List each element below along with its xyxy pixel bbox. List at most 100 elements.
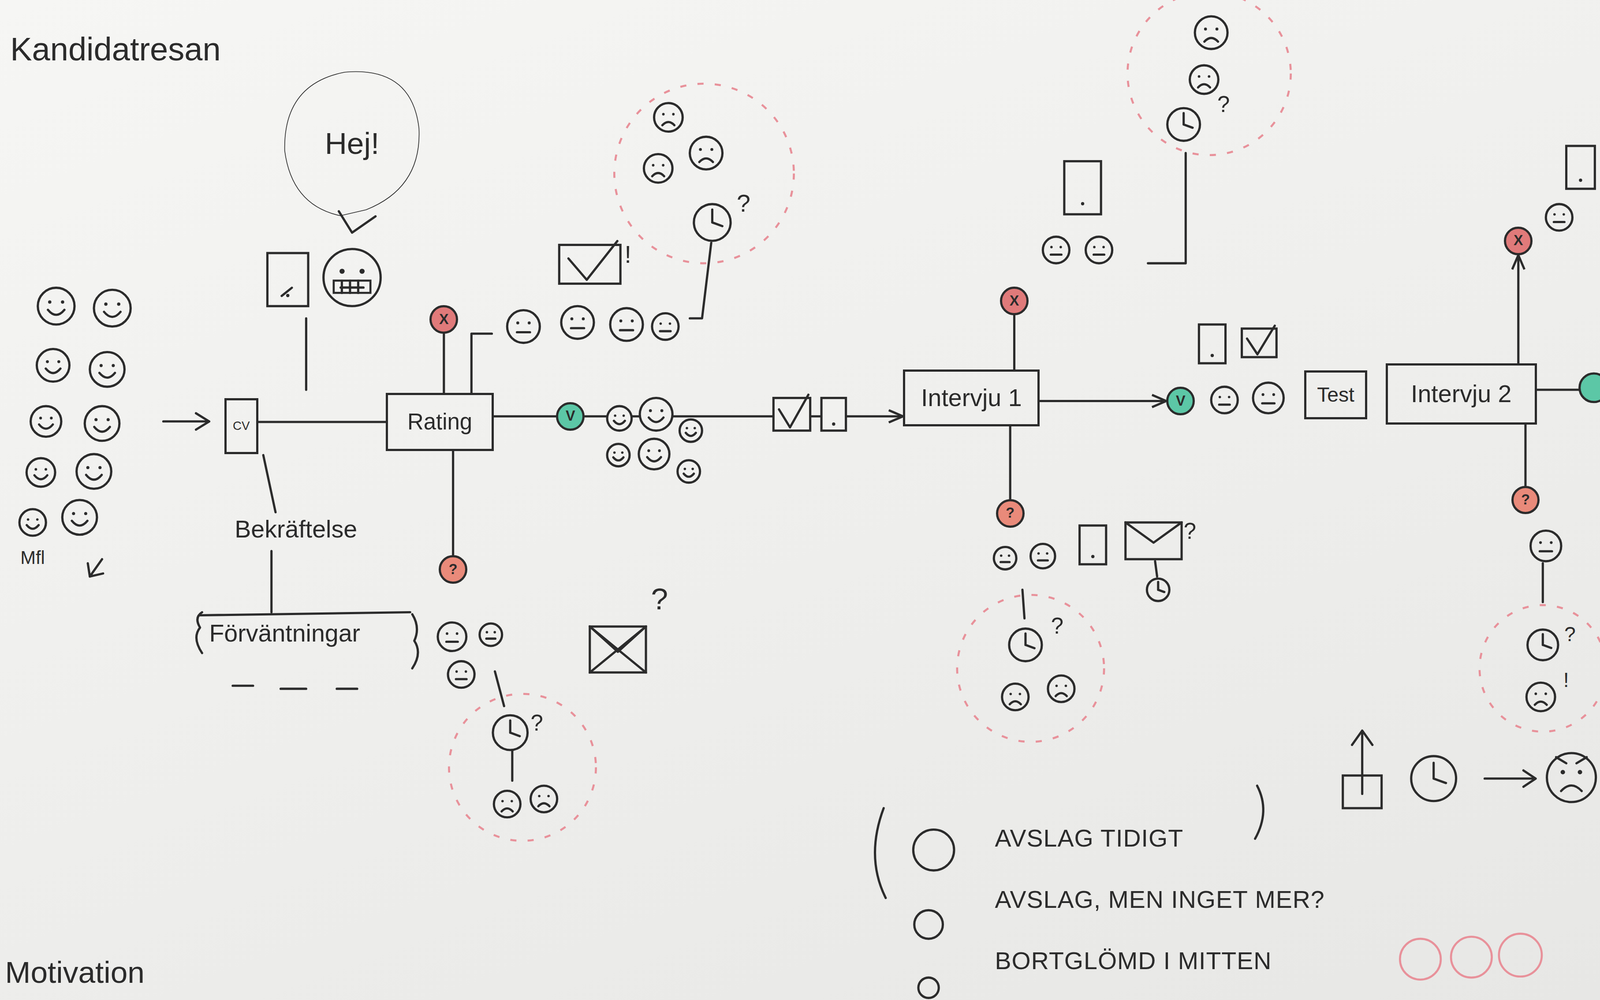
note-label: ?: [1564, 622, 1576, 646]
leader-line: [689, 242, 712, 319]
face-outline: [493, 790, 521, 818]
face-outline: [607, 406, 632, 431]
face-eye: [1562, 213, 1566, 217]
document-outline: [821, 398, 847, 431]
clock-face: [1411, 756, 1457, 802]
face-outline: [530, 785, 558, 813]
face-eye: [581, 317, 586, 321]
face-eye: [691, 467, 694, 471]
smiley-face: [1002, 683, 1029, 711]
smiley-face: [638, 438, 670, 470]
face-outline: [679, 419, 702, 442]
face-outline: [654, 103, 683, 132]
face-eye: [570, 317, 574, 321]
face-eye: [445, 632, 449, 635]
face-outline: [561, 305, 594, 339]
leader-line: [471, 333, 492, 393]
face-eye: [661, 164, 665, 167]
face-mouth: [1000, 560, 1010, 564]
document-dot: [1210, 354, 1214, 358]
smiley-face: [62, 499, 97, 535]
process-box: Test: [1304, 370, 1368, 420]
face-eye: [39, 416, 42, 420]
speech-bubble: Hej!: [280, 69, 424, 218]
face-eye: [1050, 246, 1053, 249]
face-mouth: [1539, 550, 1552, 553]
face-mouth: [104, 311, 121, 317]
document-icon: [1198, 324, 1226, 364]
face-eye: [485, 630, 489, 634]
face-mouth: [446, 640, 458, 643]
document-outline: [1064, 161, 1101, 215]
face-mouth: [538, 803, 550, 807]
face-eye: [84, 511, 88, 515]
face-eye: [71, 511, 75, 515]
smiley-face: [679, 419, 702, 442]
smiley-face: [1545, 204, 1573, 231]
document-icon: [1079, 525, 1107, 565]
smiley-face: [654, 103, 683, 132]
pink-circle: [1450, 936, 1492, 978]
check-mark: [568, 241, 618, 280]
flow-arrow: [163, 413, 209, 430]
icon-outline: [589, 626, 646, 673]
check-mark: [779, 394, 809, 428]
face-mouth: [685, 432, 696, 437]
face-mouth: [48, 309, 65, 315]
legend-paren: [1255, 785, 1264, 839]
legend-text: AVSLAG TIDIGT: [995, 824, 1184, 853]
expectation-bracket: [196, 612, 418, 669]
face-eye: [98, 466, 102, 470]
face-mouth: [85, 474, 102, 480]
clock-face: [693, 204, 731, 241]
face-outline: [1547, 753, 1597, 802]
leader-line: [495, 671, 505, 707]
document-dot: [1081, 201, 1085, 206]
node-text: X: [1513, 232, 1524, 249]
smiley-face: [84, 406, 120, 441]
face-mouth: [1037, 559, 1048, 562]
face-outline: [479, 623, 503, 646]
face-eye: [1009, 692, 1013, 696]
face-eye: [48, 300, 52, 304]
face-mouth: [648, 417, 664, 422]
note-label: ?: [530, 710, 543, 737]
connector: [1517, 255, 1520, 364]
face-eye: [1218, 395, 1222, 399]
face-outline: [437, 622, 467, 652]
document-mark: [281, 287, 292, 297]
smiley-face: [30, 406, 62, 437]
process-box: Intervju 1: [902, 369, 1040, 427]
document-outline: [1079, 525, 1107, 565]
smiley-face: [479, 623, 503, 646]
connector: [493, 415, 556, 418]
connector: [1039, 399, 1167, 403]
angry-brows: [1555, 757, 1587, 764]
face-outline: [1411, 756, 1457, 802]
face-outline: [1167, 108, 1201, 141]
note-label: !: [624, 240, 631, 269]
note-label: ?: [736, 189, 751, 218]
document-icon: [821, 398, 847, 431]
smiley-face: [19, 509, 46, 536]
face-eye: [1102, 246, 1105, 249]
leader-line: [1022, 589, 1025, 619]
connector: [258, 420, 386, 423]
dashed-underline: [232, 685, 358, 689]
face-mouth: [94, 426, 110, 432]
face-outline: [652, 313, 679, 340]
smiley-face: [437, 622, 467, 652]
forgotten-halo: [614, 83, 794, 264]
note-label: Mfl: [20, 547, 45, 569]
legend-sample: [914, 910, 944, 939]
face-mouth: [501, 808, 513, 812]
face-eye: [710, 148, 714, 152]
face-mouth: [570, 327, 585, 330]
next-step-circle: [1579, 373, 1600, 403]
face-eye: [1227, 395, 1231, 399]
node-text: Intervju 1: [921, 384, 1022, 412]
forgotten-halo: [1479, 604, 1600, 732]
face-eye: [660, 409, 664, 413]
smiley-face: [530, 785, 558, 813]
